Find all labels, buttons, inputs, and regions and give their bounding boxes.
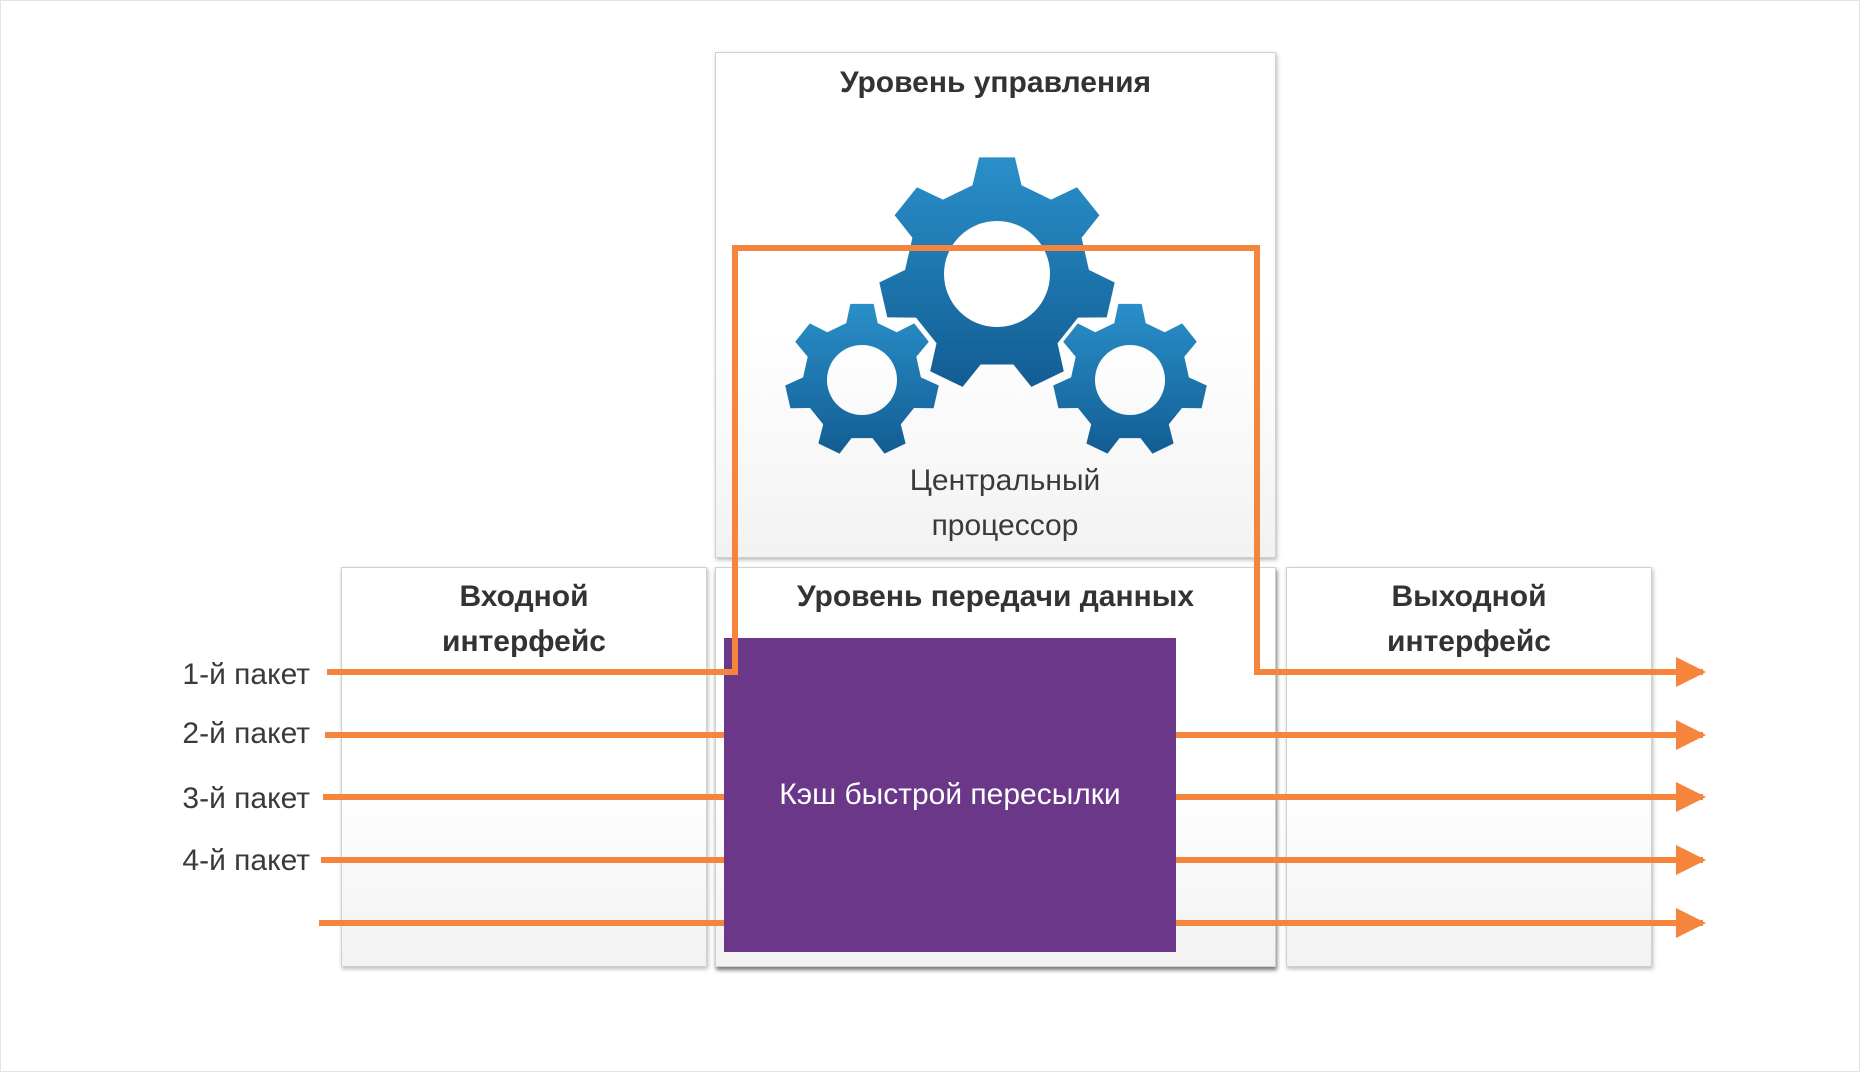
fast-switching-cache-label: Кэш быстрой пересылки <box>779 778 1121 811</box>
egress-interface-panel <box>1286 567 1652 967</box>
ingress-interface-panel <box>341 567 707 967</box>
packet-1-path <box>327 245 1706 687</box>
ingress-interface-title: Входной интерфейс <box>341 574 707 664</box>
large-gear-icon <box>879 157 1115 387</box>
ingress-title-line1: Входной <box>459 580 589 613</box>
control-plane-title: Уровень управления <box>839 66 1152 99</box>
control-plane-panel <box>715 52 1276 558</box>
packet-label-4: 4-й пакет <box>182 844 310 877</box>
fast-switching-cache: Кэш быстрой пересылки <box>724 638 1176 952</box>
egress-interface-title: Выходной интерфейс <box>1286 574 1652 664</box>
data-plane-title: Уровень передачи данных <box>796 580 1195 613</box>
egress-title-line1: Выходной <box>1391 580 1547 613</box>
ingress-title-line2: интерфейс <box>442 625 606 658</box>
packet-label-2: 2-й пакет <box>182 717 310 750</box>
small-gear-left-icon <box>785 303 939 454</box>
cpu-label-line2: процессор <box>931 509 1079 542</box>
packet-label-3: 3-й пакет <box>182 782 310 815</box>
cpu-label: Центральный процессор <box>840 458 1170 548</box>
small-gear-right-icon <box>1053 303 1207 454</box>
egress-title-line2: интерфейс <box>1387 625 1551 658</box>
packet-label-1: 1-й пакет <box>182 658 310 691</box>
cpu-label-line1: Центральный <box>909 464 1101 497</box>
